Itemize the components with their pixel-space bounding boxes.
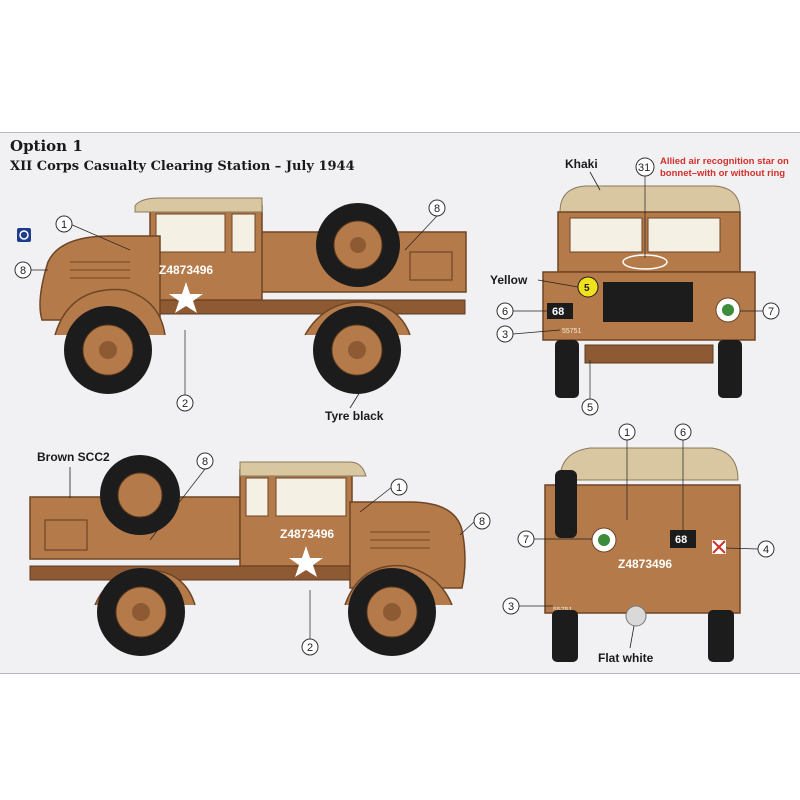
callout-8-right-bed: 8: [202, 456, 208, 468]
callout-3-rear: 3: [508, 601, 514, 613]
option-subtitle: XII Corps Casualty Clearing Station – Ju…: [10, 159, 355, 174]
callout-6-front: 6: [502, 306, 508, 318]
option-title: Option 1: [10, 137, 83, 155]
bridge-plate-rear: 68: [675, 534, 687, 546]
callout-1-side: 1: [61, 219, 67, 231]
unit-code-front: 55751: [562, 328, 582, 335]
callout-2-side: 2: [182, 398, 188, 410]
recognition-star-note-line1: Allied air recognition star on: [660, 156, 789, 167]
callout-3-front: 3: [502, 329, 508, 341]
registration-number-rear: Z4873496: [618, 557, 672, 571]
callout-1-rear: 1: [624, 427, 630, 439]
callout-5-front: 5: [587, 402, 593, 414]
bridge-plate-front: 68: [552, 306, 564, 318]
callout-1-right: 1: [396, 482, 402, 494]
label-khaki: Khaki: [565, 157, 598, 171]
callout-2-right: 2: [307, 642, 313, 654]
yellow-bridge-disc: 5: [584, 283, 590, 294]
callout-8-side-bed: 8: [434, 203, 440, 215]
callout-7-rear: 7: [523, 534, 529, 546]
registration-number-right: Z4873496: [280, 527, 334, 541]
label-tyre-black: Tyre black: [325, 409, 384, 423]
label-flat-white: Flat white: [598, 651, 654, 665]
truck-left-side-view: Z4873496: [39, 197, 467, 394]
recognition-star-note-line2: bonnet–with or without ring: [660, 168, 785, 179]
callout-8-right-front: 8: [479, 516, 485, 528]
callout-31-front: 31: [638, 162, 650, 174]
truck-right-side-view: Z4873496: [29, 455, 466, 656]
callout-8-side-front: 8: [20, 265, 26, 277]
callout-7-front: 7: [768, 306, 774, 318]
label-brown-scc2: Brown SCC2: [37, 450, 110, 464]
callout-markers: 1 8 8 2 8 1 8 2 31 6 3 7: [14, 157, 780, 656]
label-yellow: Yellow: [490, 273, 528, 287]
callout-6-rear: 6: [680, 427, 686, 439]
callout-4-rear: 4: [763, 544, 769, 556]
registration-number-left: Z4873496: [159, 263, 213, 277]
truck-front-view: 5 68 55751: [542, 185, 756, 398]
truck-rear-view: 68 Z4873496 55751: [544, 447, 741, 662]
kit-logo-icon: [17, 228, 31, 242]
